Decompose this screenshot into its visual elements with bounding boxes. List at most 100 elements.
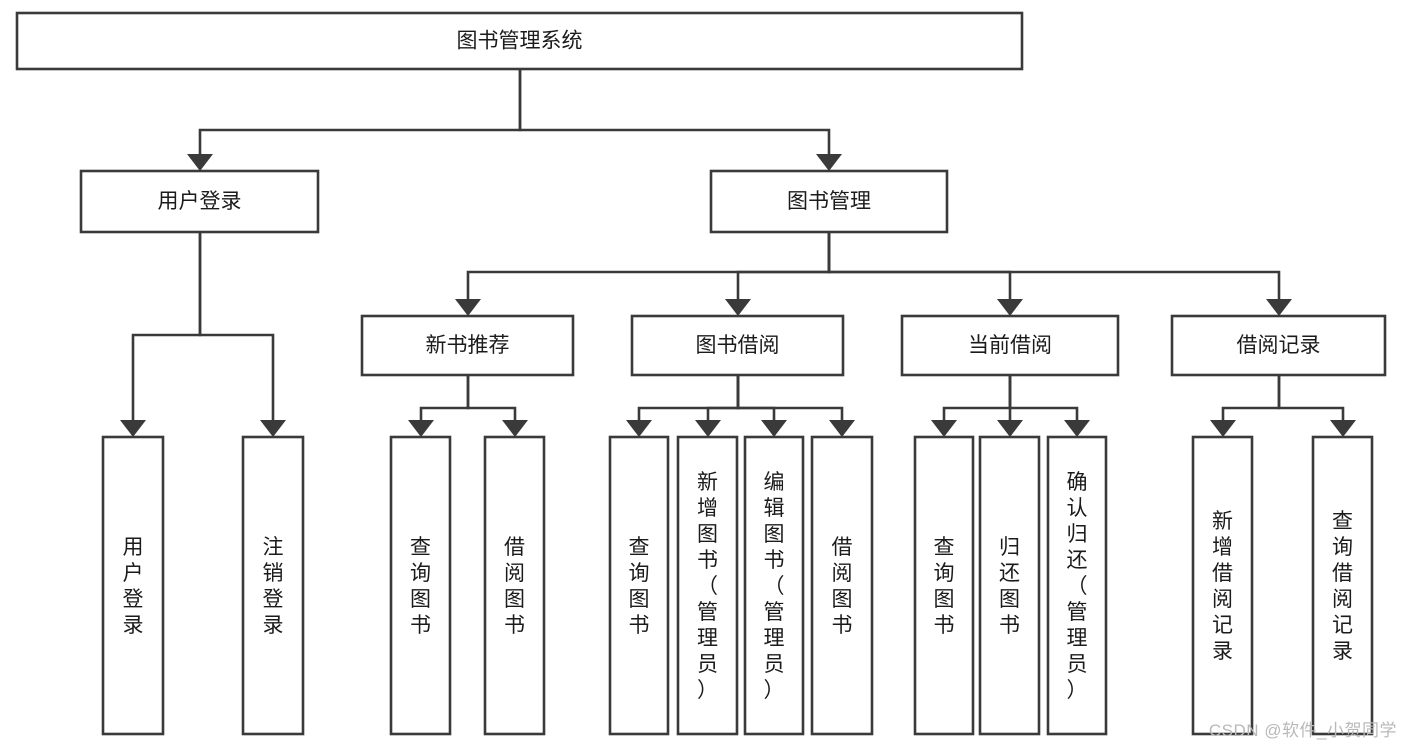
connector-e-rec-query bbox=[408, 375, 470, 437]
node-box[interactable] bbox=[743, 435, 805, 736]
node-box[interactable] bbox=[608, 435, 670, 736]
node-label: 借阅记录 bbox=[1237, 334, 1321, 357]
node-current-borrow[interactable]: 当前借阅 bbox=[900, 314, 1120, 377]
node-label: 查询图书 bbox=[934, 536, 955, 637]
connector-e-user-login-leaf1 bbox=[120, 232, 202, 437]
node-label: 查询借阅记录 bbox=[1332, 510, 1353, 663]
node-user-login[interactable]: 用户登录 bbox=[79, 169, 320, 234]
connector-e-record-add bbox=[1210, 375, 1281, 437]
node-box[interactable] bbox=[1046, 435, 1108, 736]
node-leaf-record-query[interactable]: 查询借阅记录 bbox=[1311, 435, 1374, 736]
node-borrow-record[interactable]: 借阅记录 bbox=[1170, 314, 1387, 377]
arrow-head-icon bbox=[1064, 420, 1090, 437]
node-box[interactable] bbox=[709, 169, 949, 234]
node-leaf-record-add[interactable]: 新增借阅记录 bbox=[1191, 435, 1254, 736]
node-label: 编辑图书（管理员） bbox=[764, 471, 785, 702]
arrow-head-icon bbox=[260, 420, 286, 437]
connector-e-record-query bbox=[1277, 375, 1356, 437]
node-leaf-user-logout[interactable]: 注销登录 bbox=[241, 435, 305, 736]
connector-line bbox=[198, 69, 522, 155]
arrow-head-icon bbox=[997, 299, 1023, 316]
node-label: 查询图书 bbox=[629, 536, 650, 637]
node-label: 归还图书 bbox=[999, 536, 1020, 637]
node-leaf-user-login[interactable]: 用户登录 bbox=[101, 435, 165, 736]
arrow-head-icon bbox=[1266, 299, 1292, 316]
node-box[interactable] bbox=[1170, 314, 1387, 377]
connector-e-bm-book-borrow bbox=[725, 232, 831, 316]
node-box[interactable] bbox=[978, 435, 1041, 736]
edge-layer bbox=[120, 69, 1356, 437]
node-box[interactable] bbox=[101, 435, 165, 736]
node-new-book-rec[interactable]: 新书推荐 bbox=[360, 314, 575, 377]
node-box[interactable] bbox=[630, 314, 845, 377]
connector-line bbox=[736, 375, 776, 421]
arrow-head-icon bbox=[502, 420, 528, 437]
node-box[interactable] bbox=[676, 435, 739, 736]
node-label: 确认归还（管理员） bbox=[1067, 471, 1088, 702]
connector-line bbox=[419, 375, 470, 421]
connector-line bbox=[736, 232, 831, 300]
arrow-head-icon bbox=[761, 420, 787, 437]
connector-line bbox=[637, 375, 740, 421]
node-box[interactable] bbox=[360, 314, 575, 377]
arrow-head-icon bbox=[455, 299, 481, 316]
connector-e-borrow-add bbox=[695, 375, 740, 437]
arrow-head-icon bbox=[829, 420, 855, 437]
connector-line bbox=[466, 232, 831, 300]
node-box[interactable] bbox=[900, 314, 1120, 377]
node-label: 当前借阅 bbox=[968, 334, 1052, 357]
node-label: 借阅图书 bbox=[504, 536, 525, 637]
connector-e-user-login-leaf2 bbox=[198, 232, 286, 437]
arrow-head-icon bbox=[695, 420, 721, 437]
connector-e-rec-borrow bbox=[466, 375, 528, 437]
node-leaf-borrow-edit[interactable]: 编辑图书（管理员） bbox=[743, 435, 805, 736]
node-book-borrow[interactable]: 图书借阅 bbox=[630, 314, 845, 377]
connector-e-bm-current-borrow bbox=[827, 232, 1023, 316]
connector-line bbox=[706, 375, 740, 421]
node-box[interactable] bbox=[913, 435, 975, 736]
connector-e-bm-borrow-record bbox=[827, 232, 1292, 316]
connector-e-root-user-login bbox=[187, 69, 522, 171]
node-root[interactable]: 图书管理系统 bbox=[15, 11, 1024, 71]
arrow-head-icon bbox=[997, 420, 1023, 437]
connector-line bbox=[198, 232, 275, 421]
connector-line bbox=[942, 375, 1012, 421]
node-box[interactable] bbox=[15, 11, 1024, 71]
node-label: 图书管理系统 bbox=[457, 30, 583, 53]
node-leaf-borrow-query[interactable]: 查询图书 bbox=[608, 435, 670, 736]
node-leaf-rec-borrow[interactable]: 借阅图书 bbox=[483, 435, 546, 736]
arrow-head-icon bbox=[626, 420, 652, 437]
connector-e-bm-new-book-rec bbox=[455, 232, 831, 316]
connector-line bbox=[131, 232, 202, 421]
connector-e-root-book-manage bbox=[518, 69, 842, 171]
node-label: 新增图书（管理员） bbox=[697, 471, 718, 702]
arrow-head-icon bbox=[1210, 420, 1236, 437]
connector-e-borrow-edit bbox=[736, 375, 787, 437]
connector-e-borrow-do bbox=[736, 375, 855, 437]
connector-line bbox=[1277, 375, 1345, 421]
node-label: 用户登录 bbox=[123, 536, 144, 637]
node-box[interactable] bbox=[1191, 435, 1254, 736]
connector-e-current-confirm bbox=[1008, 375, 1090, 437]
connector-line bbox=[827, 232, 1012, 300]
node-leaf-borrow-add[interactable]: 新增图书（管理员） bbox=[676, 435, 739, 736]
arrow-head-icon bbox=[1330, 420, 1356, 437]
node-box[interactable] bbox=[483, 435, 546, 736]
node-leaf-rec-query[interactable]: 查询图书 bbox=[389, 435, 452, 736]
node-leaf-current-query[interactable]: 查询图书 bbox=[913, 435, 975, 736]
node-leaf-current-confirm[interactable]: 确认归还（管理员） bbox=[1046, 435, 1108, 736]
node-leaf-current-return[interactable]: 归还图书 bbox=[978, 435, 1041, 736]
node-box[interactable] bbox=[79, 169, 320, 234]
node-box[interactable] bbox=[241, 435, 305, 736]
node-leaf-borrow-do[interactable]: 借阅图书 bbox=[810, 435, 874, 736]
node-book-manage[interactable]: 图书管理 bbox=[709, 169, 949, 234]
node-layer: 图书管理系统用户登录图书管理新书推荐图书借阅当前借阅借阅记录用户登录注销登录查询… bbox=[15, 11, 1387, 736]
node-box[interactable] bbox=[389, 435, 452, 736]
node-box[interactable] bbox=[810, 435, 874, 736]
node-label: 新书推荐 bbox=[426, 334, 510, 357]
arrow-head-icon bbox=[408, 420, 434, 437]
node-label: 注销登录 bbox=[263, 536, 284, 637]
connector-line bbox=[518, 69, 831, 155]
node-box[interactable] bbox=[1311, 435, 1374, 736]
